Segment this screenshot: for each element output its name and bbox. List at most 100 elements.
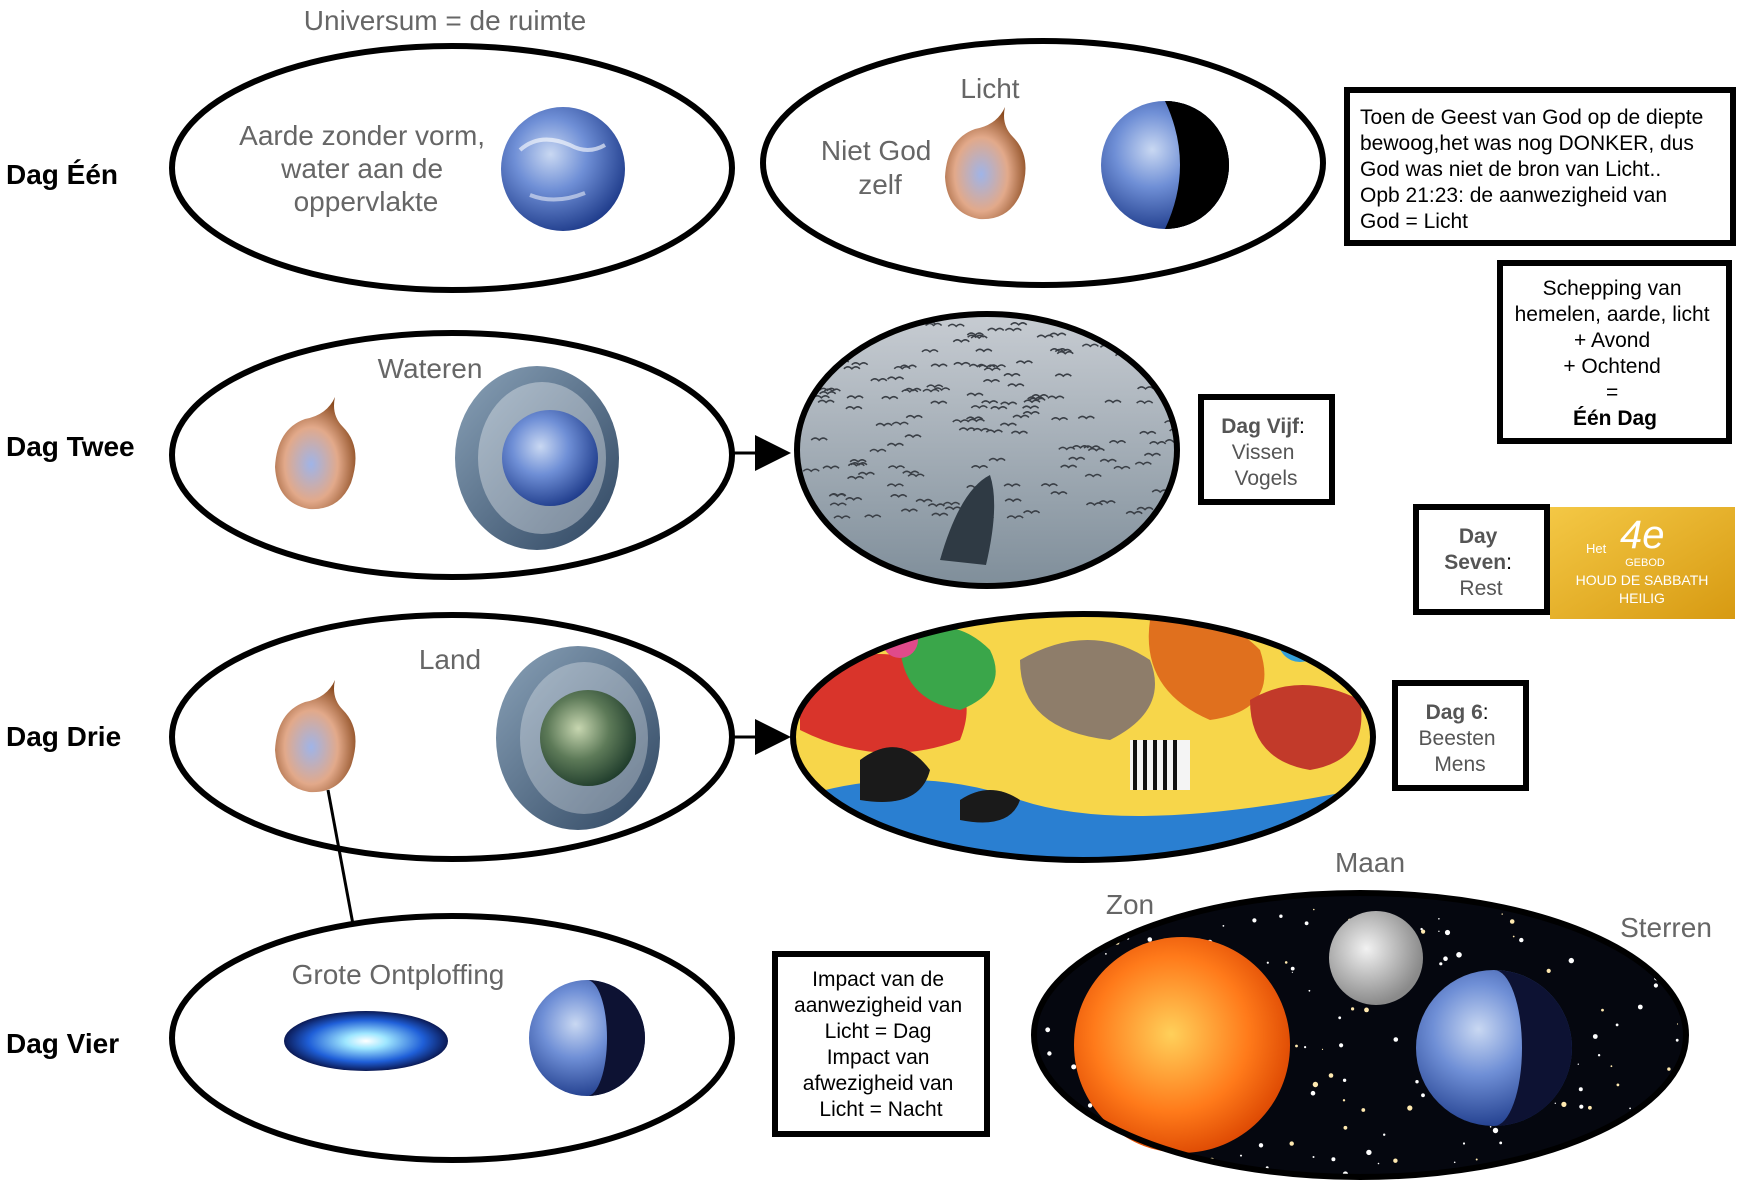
- animals-painting-image: [790, 611, 1376, 863]
- bird-mark: [1022, 405, 1040, 410]
- star-mark: [1453, 1161, 1456, 1164]
- star-mark: [1462, 1142, 1466, 1145]
- star-mark: [1509, 919, 1515, 924]
- star-mark: [1439, 962, 1443, 966]
- impact-line-2: aanwezigheid van: [794, 994, 962, 1017]
- star-mark: [1331, 1157, 1336, 1162]
- light-label: Licht: [960, 73, 1019, 104]
- day-two-label: Dag Twee: [6, 431, 135, 462]
- bird-mark: [893, 365, 911, 370]
- birds-whale-image: [794, 311, 1180, 589]
- star-mark: [1588, 1145, 1594, 1151]
- star-mark: [1494, 893, 1496, 896]
- star-mark: [1055, 1115, 1062, 1122]
- moon-label: Maan: [1335, 847, 1405, 878]
- bird-mark: [847, 475, 865, 480]
- bird-mark: [1104, 399, 1122, 404]
- bird-mark: [1054, 373, 1072, 378]
- bird-mark: [905, 414, 923, 419]
- bird-mark: [1099, 458, 1117, 463]
- bird-mark: [915, 498, 933, 503]
- star-mark: [1153, 1168, 1156, 1171]
- bird-mark: [1136, 400, 1154, 405]
- star-mark: [1321, 1048, 1324, 1050]
- bird-mark: [966, 416, 984, 421]
- star-mark: [1667, 1067, 1671, 1071]
- impact-line-5: afwezigheid van: [803, 1072, 954, 1095]
- star-mark: [1421, 929, 1426, 934]
- star-mark: [1615, 1023, 1619, 1027]
- spirit-line-5: God = Licht: [1360, 210, 1468, 233]
- star-mark: [1592, 1034, 1598, 1039]
- bird-mark: [930, 400, 948, 405]
- star-mark: [1678, 1076, 1683, 1081]
- bird-mark: [1036, 334, 1054, 339]
- star-mark: [1339, 1043, 1344, 1048]
- star-mark: [1035, 986, 1040, 991]
- bird-mark: [832, 345, 850, 350]
- bird-mark: [1098, 500, 1116, 505]
- bird-mark: [966, 392, 984, 397]
- star-mark: [1342, 1078, 1347, 1083]
- star-mark: [1240, 1154, 1242, 1157]
- bird-mark: [1137, 386, 1155, 390]
- bird-mark: [1081, 343, 1099, 348]
- gourd-icon: [275, 397, 356, 510]
- bird-mark: [1139, 430, 1157, 435]
- day-four-label: Dag Vier: [6, 1028, 119, 1059]
- star-mark: [1554, 1102, 1557, 1105]
- not-god-line-1: Niet God: [821, 135, 932, 166]
- impact-line-4: Impact van: [827, 1046, 930, 1069]
- bird-mark: [890, 494, 908, 498]
- bird-mark: [1056, 350, 1074, 355]
- creation-line-5: =: [1606, 381, 1618, 404]
- waters-label: Wateren: [378, 353, 483, 384]
- star-mark: [1290, 966, 1295, 971]
- bird-mark: [1060, 464, 1078, 469]
- green-earth-icon: [540, 690, 636, 786]
- bird-mark: [933, 387, 951, 392]
- bird-mark: [1162, 382, 1177, 387]
- day-five-birds: Vogels: [1234, 467, 1297, 490]
- star-mark: [1627, 1121, 1629, 1123]
- bird-mark: [817, 399, 835, 404]
- bird-mark: [988, 457, 1006, 462]
- birds-flock: [802, 317, 1177, 520]
- bird-mark: [1023, 510, 1041, 515]
- svg-text:Toen de Geest van God op de di: Toen de Geest van God op de diepte bewoo…: [1360, 106, 1709, 233]
- bird-mark: [987, 327, 1005, 332]
- bird-mark: [1010, 322, 1028, 326]
- bird-mark: [990, 406, 1008, 410]
- bird-mark: [1050, 491, 1068, 495]
- star-mark: [1343, 1125, 1348, 1130]
- day-six-title: Dag 6: [1426, 701, 1483, 724]
- bird-mark: [869, 448, 887, 453]
- bird-mark: [926, 384, 944, 389]
- bird-mark: [1085, 502, 1104, 506]
- star-mark: [1519, 937, 1524, 943]
- bird-mark: [1164, 439, 1177, 443]
- star-mark: [1669, 1137, 1671, 1139]
- moon-icon: [1329, 911, 1423, 1005]
- star-mark: [1289, 1141, 1294, 1146]
- star-mark: [1258, 894, 1262, 897]
- bird-mark: [819, 391, 837, 395]
- bird-mark: [901, 389, 919, 393]
- creation-line-6: Één Dag: [1573, 407, 1657, 430]
- bird-mark: [982, 379, 1001, 383]
- star-mark: [1071, 1064, 1077, 1070]
- bird-mark: [828, 493, 846, 498]
- star-mark: [1304, 921, 1309, 926]
- star-mark: [1040, 977, 1045, 982]
- bird-mark: [1084, 473, 1102, 478]
- sabbath-het: Het: [1586, 541, 1607, 556]
- star-mark: [1047, 1051, 1052, 1056]
- bird-mark: [831, 349, 849, 354]
- bird-mark: [943, 501, 961, 506]
- bird-mark: [904, 434, 922, 439]
- day-six-beasts: Beesten: [1419, 727, 1496, 750]
- bird-mark: [846, 395, 864, 400]
- star-mark: [1087, 1103, 1093, 1108]
- bird-mark: [1049, 332, 1067, 337]
- bird-mark: [1047, 395, 1065, 400]
